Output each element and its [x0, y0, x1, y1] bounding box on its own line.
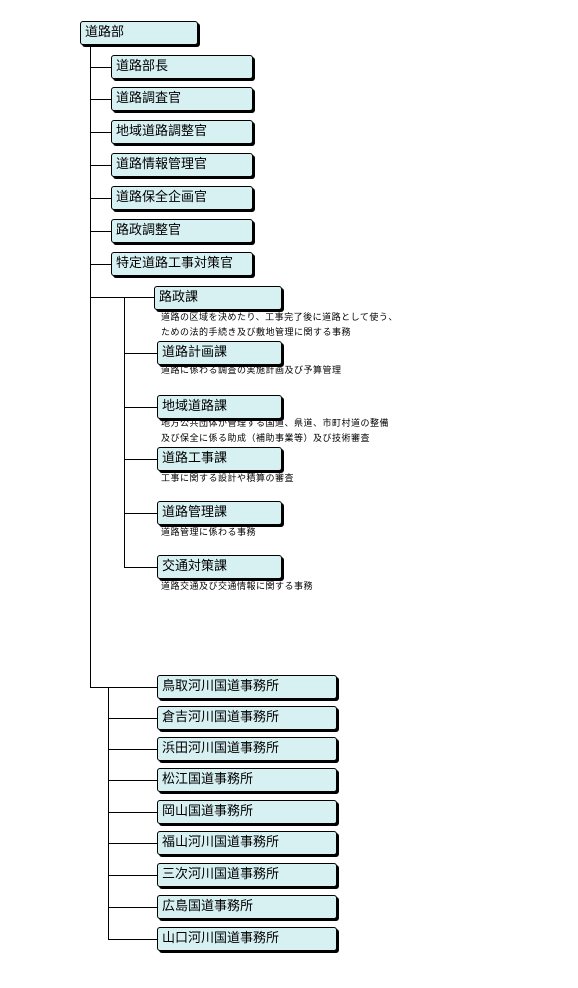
officer-box[interactable]: 道路調査官 — [111, 87, 253, 111]
officer-box[interactable]: 地域道路調整官 — [111, 120, 253, 144]
section-box[interactable]: 路政課 — [154, 286, 282, 310]
connector-line — [90, 132, 112, 133]
connector-line — [108, 749, 158, 750]
section-description: 道路管理に係わる事務 — [161, 528, 257, 538]
section-box[interactable]: 交通対策課 — [157, 555, 282, 579]
connector-line — [108, 875, 158, 876]
section-box[interactable]: 道路管理課 — [157, 501, 282, 525]
officer-box[interactable]: 路政調整官 — [111, 219, 253, 243]
section-description: 工事に関する設計や積算の審査 — [161, 474, 295, 484]
main-trunk-line — [90, 44, 91, 687]
connector-line — [124, 459, 158, 460]
connector-line — [90, 99, 112, 100]
officer-box[interactable]: 道路情報管理官 — [111, 153, 253, 177]
section-description: 地方公共団体が管理する国道、県道、市町村道の整備 及び保全に係る助成（補助事業等… — [161, 419, 390, 444]
connector-line — [90, 231, 112, 232]
office-box[interactable]: 山口河川国道事務所 — [157, 927, 337, 951]
office-box[interactable]: 三次河川国道事務所 — [157, 863, 337, 887]
connector-line — [124, 407, 158, 408]
section-description: 道路に係わる調査の実施計画及び予算管理 — [161, 366, 342, 376]
offices-trunk-line — [108, 687, 109, 939]
section-description: 道路の区域を決めたり、工事完了後に道路として使う、 ための法的手続き及び敷地管理… — [161, 313, 398, 338]
connector-line — [108, 780, 158, 781]
officer-box[interactable]: 道路保全企画官 — [111, 186, 253, 210]
sections-branch-line — [90, 297, 154, 298]
connector-line — [90, 165, 112, 166]
officer-box[interactable]: 特定道路工事対策官 — [111, 252, 253, 276]
root-box[interactable]: 道路部 — [80, 21, 198, 45]
connector-line — [108, 718, 158, 719]
office-box[interactable]: 福山河川国道事務所 — [157, 831, 337, 855]
offices-branch-line — [90, 687, 158, 688]
sections-trunk-line — [124, 297, 125, 567]
office-box[interactable]: 浜田河川国道事務所 — [157, 737, 337, 761]
section-box[interactable]: 道路工事課 — [157, 447, 282, 471]
office-box[interactable]: 岡山国道事務所 — [157, 800, 337, 824]
office-box[interactable]: 松江国道事務所 — [157, 768, 337, 792]
connector-line — [108, 843, 158, 844]
connector-line — [90, 264, 112, 265]
section-description: 道路交通及び交通情報に関する事務 — [161, 582, 314, 592]
connector-line — [108, 907, 158, 908]
office-box[interactable]: 広島国道事務所 — [157, 895, 337, 919]
section-box[interactable]: 地域道路課 — [157, 395, 282, 419]
section-box[interactable]: 道路計画課 — [157, 341, 282, 365]
connector-line — [90, 67, 112, 68]
office-box[interactable]: 鳥取河川国道事務所 — [157, 675, 337, 699]
connector-line — [124, 513, 158, 514]
connector-line — [90, 198, 112, 199]
connector-line — [108, 812, 158, 813]
connector-line — [124, 567, 158, 568]
officer-box[interactable]: 道路部長 — [111, 55, 253, 79]
office-box[interactable]: 倉吉河川国道事務所 — [157, 706, 337, 730]
connector-line — [124, 353, 158, 354]
connector-line — [108, 939, 158, 940]
